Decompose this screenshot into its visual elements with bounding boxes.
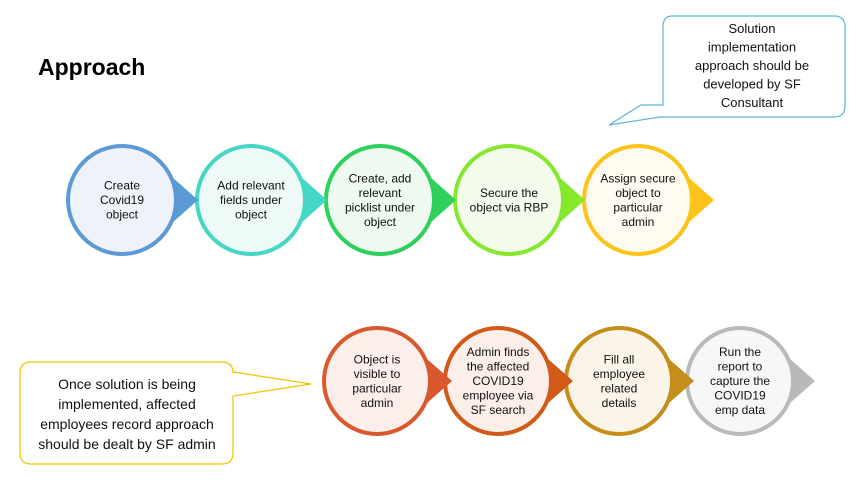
row2-step-1-text-line: particular [352,381,401,395]
row1-step-4-text-line: object via RBP [470,200,549,214]
row1-step-3-text-line: picklist under [345,200,415,214]
row2-step-1-text-line: visible to [354,367,401,381]
callout-bottom-text-line: employees record approach [40,416,214,432]
row2-step-4-text-line: report to [718,360,763,374]
callout-bottom-text-line: should be dealt by SF admin [38,436,215,452]
row2-step-3-text-line: Fill all [604,352,635,366]
callout-top-shape [608,15,846,126]
row1-step-3-text-line: relevant [359,186,402,200]
callout-top-text-line: implementation [708,40,796,55]
row2-step-3-text-line: employee [593,367,645,381]
row1-step-4-text-line: Secure the [480,186,538,200]
row1-step-1-text-line: Covid19 [100,193,144,207]
row2-step-2-text-line: Admin finds [467,345,530,359]
callout-bottom-text-line: Once solution is being [58,376,196,392]
row1-step-1-text-line: object [106,208,139,222]
row1-step-5-text-line: object to [615,186,661,200]
callout-bottom-text-line: implemented, affected [58,396,196,412]
row1-step-circle-1 [66,144,178,256]
row2-step-3-text-line: details [602,396,637,410]
row2-step-circle-1 [322,326,432,436]
row2-step-2-text-line: SF search [471,403,526,417]
callout-bottom-shape [19,361,312,465]
row2-step-1-text-line: Object is [354,352,401,366]
row1-step-2-text-line: Add relevant [217,179,285,193]
callout-top-text-line: developed by SF [703,77,801,92]
callout-top-text-line: Consultant [721,95,784,110]
row2-step-2-text-line: COVID19 [472,374,524,388]
row2-step-2-text-line: employee via [463,389,534,403]
callout-bottom: Once solution is being implemented, affec… [19,361,312,465]
row1-step-1-text-line: Create [104,179,140,193]
callout-top: Solution implementation approach should be… [608,15,846,126]
row2-step-1-text-line: admin [361,396,394,410]
row2-step-4-text-line: Run the [719,345,761,359]
row2-step-4-text-line: capture the [710,374,770,388]
row2-step-3-text-line: related [601,381,638,395]
page-title: Approach [38,54,146,80]
row1-step-5-text-line: Assign secure [600,171,676,185]
callout-top-text-line: approach should be [695,58,809,73]
row1-step-5-text-line: particular [613,200,662,214]
row1-step-3-text-line: Create, add [349,171,412,185]
row1-step-5-text-line: admin [622,215,655,229]
row2-step-4-text-line: COVID19 [714,389,766,403]
row2-step-2-text-line: the affected [467,360,530,374]
row1-step-2-text-line: object [235,208,268,222]
row1-step-3-text-line: object [364,215,397,229]
callout-top-text-line: Solution [729,21,776,36]
row1-step-2-text-line: fields under [220,193,282,207]
row2-step-4-text-line: emp data [715,403,765,417]
